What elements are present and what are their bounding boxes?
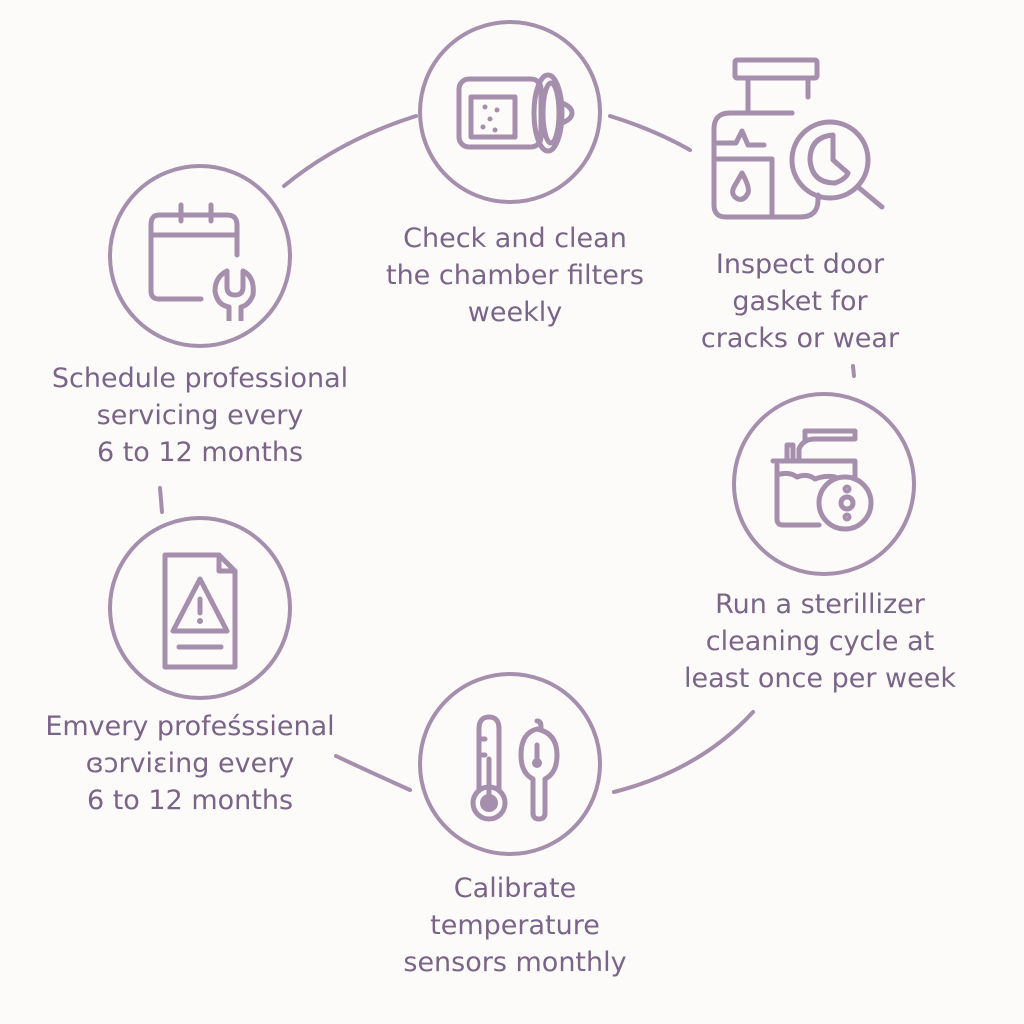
- connector-filters-to-gasket: [608, 114, 692, 152]
- connector-warning-to-schedule: [158, 486, 164, 514]
- step-node-gasket: [700, 55, 900, 230]
- step-label-cleaning-cycle: Run a sterillizer cleaning cycle at leas…: [684, 589, 956, 694]
- filter-canister-icon: [456, 72, 575, 154]
- connector-schedule-to-filters: [282, 114, 418, 188]
- calendar-wrench-icon: [148, 202, 256, 321]
- step-label-schedule: Schedule professional servicing every 6 …: [51, 363, 349, 468]
- step-label-filters: Check and clean the chamber filters week…: [385, 223, 644, 328]
- step-label-gasket: Inspect door gasket for cracks or wear: [700, 249, 900, 354]
- step-node-cleaning-cycle: [732, 392, 916, 576]
- step-node-calibrate: [418, 672, 602, 856]
- connector-gasket-to-cleaning: [851, 364, 856, 378]
- document-warning-icon: [162, 552, 238, 670]
- step-label-document-warning: Emvery profeśssienal ɞɔrviɛing every 6 t…: [45, 711, 335, 816]
- jar-magnifier-inspect-icon: [711, 57, 885, 220]
- connector-calibrate-to-warning: [334, 754, 412, 792]
- step-node-filters: [418, 20, 602, 204]
- step-node-schedule: [108, 164, 292, 348]
- sterilizer-pot-icon: [770, 428, 874, 532]
- thermometer-gauge-icon: [470, 714, 560, 822]
- step-node-document-warning: [108, 516, 292, 700]
- step-label-calibrate: Calibrate temperature sensors monthly: [403, 873, 627, 978]
- connector-cleaning-to-calibrate: [612, 710, 755, 794]
